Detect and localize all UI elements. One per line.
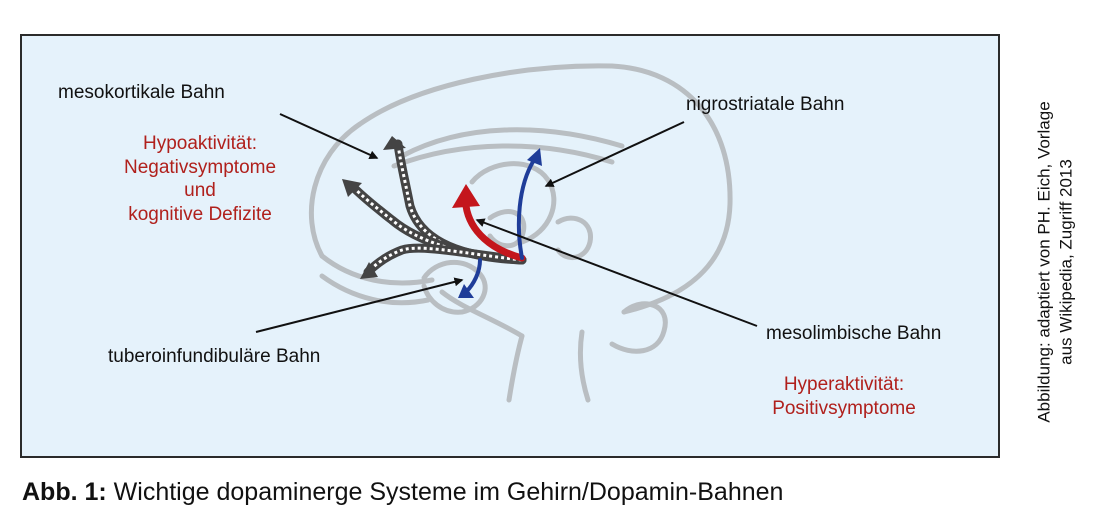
pointer-mesocortical: [279, 113, 379, 159]
diagram-panel: mesokortikale Bahn nigrostriatale Bahn m…: [20, 34, 1000, 458]
thalamus-contour: [469, 161, 557, 245]
brain-diagram: [255, 63, 758, 403]
pointer-nigrostriatal: [544, 121, 685, 187]
mesocortical-arrowhead-2: [342, 179, 362, 197]
credit-line-1: Abbildung: adaptiert von PH. Eich, Vorla…: [1034, 101, 1054, 423]
hypo-line-2: Negativsymptome: [123, 156, 277, 178]
hypo-line-4: kognitive Defizite: [128, 203, 272, 225]
pointer-lines: [255, 113, 758, 333]
pointer-tuberoinfundibular: [255, 277, 464, 333]
label-mesolimbic: mesolimbische Bahn: [766, 323, 942, 344]
caption-text: Wichtige dopaminerge Systeme im Gehirn/D…: [113, 478, 784, 506]
label-nigrostriatal: nigrostriatale Bahn: [686, 94, 845, 115]
hypothalamus-contour: [421, 259, 488, 315]
cerebellum: [609, 301, 668, 354]
nigrostriatal-arrowhead: [527, 148, 542, 166]
hyper-line-2: Positivsymptome: [772, 397, 916, 419]
credit-line-2: aus Wikipedia, Zugriff 2013: [1056, 159, 1075, 365]
pointer-mesolimbic: [475, 218, 758, 327]
tuberoinfundibular-arrow: [458, 258, 482, 298]
caption-prefix: Abb. 1:: [22, 478, 107, 506]
figure-caption: Abb. 1: Wichtige dopaminerge Systeme im …: [22, 478, 783, 507]
hypo-line-3: und: [184, 180, 216, 202]
inner-sulcus: [391, 143, 615, 169]
brain-outer-contour: [308, 63, 733, 315]
mesocortical-arrowhead-3: [360, 262, 378, 279]
hypo-line-1: Hypoaktivität:: [142, 133, 258, 154]
image-credit: Abbildung: adaptiert von PH. Eich, Vorla…: [1033, 101, 1077, 422]
striatum-contour: [487, 209, 527, 249]
mesolimbic-arrow: [452, 184, 526, 262]
brain-lower-contour: [319, 253, 525, 339]
hyper-line-1: Hyperaktivität:: [783, 374, 905, 395]
tuberoinfundibular-arrowhead: [458, 284, 474, 298]
corpus-callosum: [399, 127, 625, 159]
mesocortical-arrowhead-1: [383, 136, 406, 150]
nigrostriatal-arrow: [516, 148, 542, 260]
brain-stem: [506, 329, 591, 403]
hyperactivity-text: Hyperaktivität: Positivsymptome: [754, 373, 934, 420]
hypoactivity-text: Hypoaktivität: Negativsymptome und kogni…: [100, 132, 300, 226]
mesolimbic-arrowhead: [452, 184, 480, 208]
mesocortical-arrows: [342, 136, 527, 279]
brain-outline: [308, 63, 733, 403]
midbrain-contour: [555, 215, 593, 260]
label-mesocortical: mesokortikale Bahn: [58, 82, 225, 103]
label-tuberoinfundibular: tuberoinfundibuläre Bahn: [108, 346, 321, 367]
